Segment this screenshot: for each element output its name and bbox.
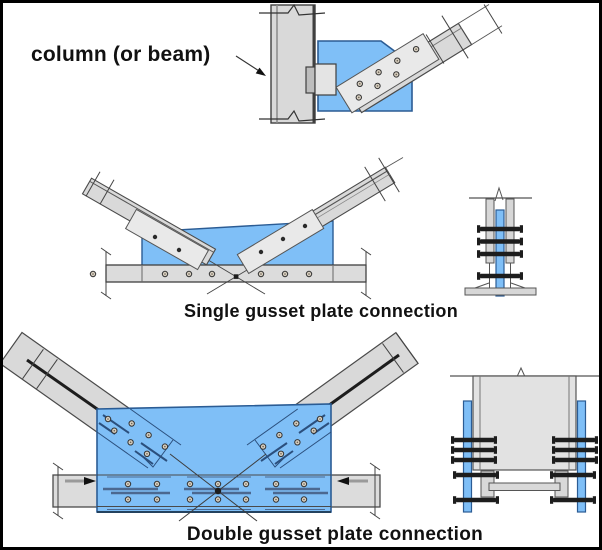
double-gusset-diagram [3, 331, 419, 522]
gusset-connection-diagram [3, 3, 599, 522]
single-section-view [464, 186, 537, 297]
web [472, 375, 577, 471]
label-arrow [235, 55, 266, 76]
column-label: column (or beam) [31, 43, 211, 66]
single-gusset-diagram [81, 157, 404, 300]
bottom-angles [480, 470, 569, 498]
brace-splice-plate [335, 33, 440, 114]
brace-left-double-break [22, 349, 58, 389]
section2-break-top [515, 366, 527, 380]
beam-break-left [100, 247, 112, 300]
splice-slots [103, 476, 328, 511]
column [270, 4, 316, 124]
brace-break-marks [425, 4, 503, 64]
single-caption: Single gusset plate connection [183, 301, 459, 321]
connection-bracket [305, 63, 337, 96]
section-break-top [494, 186, 504, 202]
beam-break-right-double [369, 462, 381, 520]
column-gusset-detail [235, 3, 503, 124]
hidden-brace-outline-right [246, 408, 332, 469]
workpoint-marker-double [214, 487, 222, 495]
brace-right-break [364, 157, 400, 202]
beam-break-left-double [52, 462, 64, 520]
workpoint-marker [233, 274, 239, 279]
column-break-top [259, 3, 326, 16]
beam-single [105, 264, 367, 283]
splice-plate-left [124, 208, 210, 271]
beam-break-right [360, 247, 372, 300]
beam-axis-arrows [65, 477, 368, 485]
bottom-flange [464, 282, 537, 296]
double-caption: Double gusset plate connection [186, 524, 484, 545]
beam-edges-hidden [97, 474, 331, 508]
brace-left [81, 171, 217, 271]
gusset-strips [462, 400, 587, 513]
brace-right [236, 157, 404, 275]
brace-right-double-break [382, 333, 418, 373]
gusset-plate-double [96, 403, 332, 513]
brace-left-break [85, 171, 115, 205]
splice-plate-right [236, 208, 325, 275]
centerlines-x-double [169, 453, 267, 522]
column-break-bottom [259, 109, 326, 122]
double-section-view [450, 366, 599, 513]
